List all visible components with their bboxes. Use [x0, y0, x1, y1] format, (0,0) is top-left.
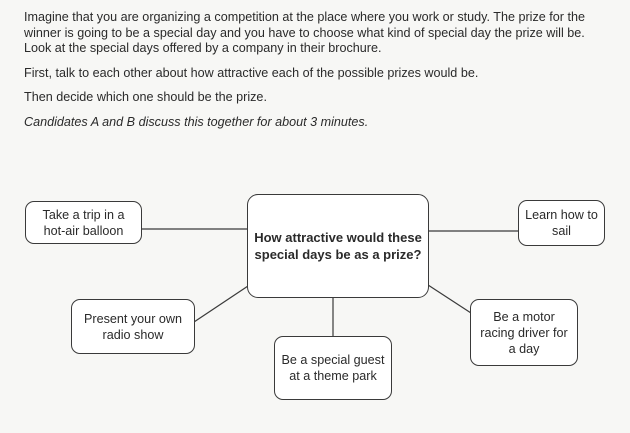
instruction-scenario: Imagine that you are organizing a compet…: [24, 10, 585, 55]
option-sail-label: Learn how to sail: [525, 208, 598, 238]
instruction-decide: Then decide which one should be the priz…: [24, 90, 267, 104]
central-question: How attractive would these special days …: [254, 230, 422, 262]
option-motor-label: Be a motor racing driver for a day: [480, 309, 568, 356]
option-box-motor: Be a motor racing driver for a day: [470, 299, 578, 366]
instruction-timing: Candidates A and B discuss this together…: [24, 114, 369, 129]
option-park-label: Be a special guest at a theme park: [281, 353, 385, 383]
connector-motor: [424, 282, 472, 314]
option-radio-label: Present your own radio show: [83, 311, 182, 342]
option-box-radio: Present your own radio show: [71, 299, 195, 354]
option-box-park: Be a special guest at a theme park: [274, 336, 392, 400]
instruction-discuss: First, talk to each other about how attr…: [24, 65, 479, 80]
option-box-balloon: Take a trip in a hot-air balloon: [25, 201, 142, 244]
task-instructions: Imagine that you are organizing a compet…: [24, 10, 604, 139]
option-box-sail: Learn how to sail: [518, 200, 605, 246]
connector-radio: [193, 281, 255, 323]
central-question-box: How attractive would these special days …: [247, 194, 429, 298]
option-balloon-label: Take a trip in a hot-air balloon: [42, 207, 125, 238]
